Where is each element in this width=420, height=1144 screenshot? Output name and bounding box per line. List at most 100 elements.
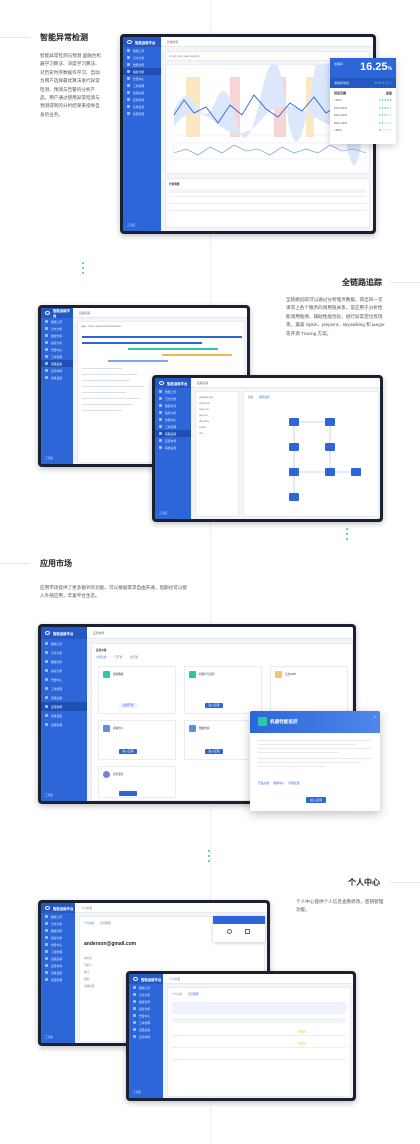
job-selector-card[interactable]: ml_job_ops_load_learning: [165, 51, 370, 61]
service-item[interactable]: cache: [199, 426, 206, 429]
app-action-button[interactable]: 进入应用: [205, 749, 223, 754]
app-action-button[interactable]: [119, 791, 137, 796]
enter-app-button[interactable]: 进入应用: [306, 797, 326, 803]
table-row[interactable]: [169, 210, 366, 211]
sidebar-item[interactable]: 工单管理: [41, 948, 75, 955]
topology-edges: [293, 421, 356, 497]
table-row[interactable]: [172, 1040, 346, 1048]
service-item[interactable]: gateway-api: [199, 396, 213, 399]
sidebar-item[interactable]: 指标分析: [41, 339, 73, 346]
sidebar-item[interactable]: 指标分析: [123, 68, 161, 75]
sidebar-item[interactable]: 链路追踪: [155, 430, 191, 437]
app-tile[interactable]: 业务监控: [98, 766, 176, 798]
sidebar-item[interactable]: 链路追踪: [129, 1026, 163, 1033]
sidebar-item[interactable]: 应用市场: [41, 702, 87, 711]
sidebar-item[interactable]: 数据上传: [41, 318, 73, 325]
sidebar-item[interactable]: 应用市场: [155, 437, 191, 444]
filter-enabled[interactable]: 已开通: [114, 656, 123, 659]
sidebar-item[interactable]: 数据仓库: [123, 61, 161, 68]
sidebar-item[interactable]: 系统设置: [123, 103, 161, 110]
app-tile[interactable]: 数据查询 进入应用: [184, 720, 262, 760]
close-icon[interactable]: ×: [373, 714, 376, 719]
app-tile[interactable]: 资源中心 进入应用: [98, 720, 176, 760]
sidebar-item[interactable]: 应用市场: [123, 96, 161, 103]
service-item[interactable]: mq: [199, 432, 203, 435]
sidebar-item[interactable]: 日志分析: [41, 648, 87, 657]
sidebar-item[interactable]: 权限管理: [123, 110, 161, 117]
sidebar-item[interactable]: 日志分析: [123, 54, 161, 61]
sidebar-item[interactable]: 数据仓库: [129, 998, 163, 1005]
sidebar-item[interactable]: 系统设置: [41, 711, 87, 720]
sidebar-item[interactable]: 工单管理: [129, 1019, 163, 1026]
sidebar-item[interactable]: 告警中心: [41, 346, 73, 353]
table-row[interactable]: [169, 203, 366, 204]
user-email: anderson@gmail.com: [84, 941, 137, 947]
sidebar-item[interactable]: 链路追踪: [41, 693, 87, 702]
sidebar-item[interactable]: 权限管理: [41, 720, 87, 729]
user-icon[interactable]: [227, 929, 232, 934]
app-tile[interactable]: 运维数据 立即开通: [98, 666, 176, 714]
sidebar-item[interactable]: 链路追踪: [41, 360, 73, 367]
sidebar-item[interactable]: 告警中心: [129, 1012, 163, 1019]
tab-trace[interactable]: 链路: [248, 396, 254, 399]
link-docs[interactable]: 产品文档: [258, 781, 270, 785]
app-tile[interactable]: 日志APM: [270, 666, 348, 714]
sidebar-item[interactable]: 数据上传: [41, 913, 75, 920]
logout-icon[interactable]: [245, 929, 250, 934]
table-row[interactable]: [172, 1052, 346, 1060]
app-tile[interactable]: 机器学习监控 进入应用: [184, 666, 262, 714]
tab-info[interactable]: 个人信息: [172, 993, 183, 996]
filter-all[interactable]: 全部应用: [96, 656, 107, 659]
sidebar-item[interactable]: 数据仓库: [41, 332, 73, 339]
table-row[interactable]: [169, 196, 366, 197]
app-action-button[interactable]: 立即开通: [119, 703, 137, 708]
sidebar-item[interactable]: 工单管理: [155, 423, 191, 430]
tab-topology[interactable]: 服务拓扑: [259, 396, 270, 399]
sidebar-item[interactable]: 数据仓库: [155, 402, 191, 409]
sidebar-item[interactable]: 系统设置: [41, 374, 73, 381]
app-action-button[interactable]: 进入应用: [205, 703, 223, 708]
sidebar-item[interactable]: 系统设置: [155, 444, 191, 451]
app-action-button[interactable]: 进入应用: [119, 749, 137, 754]
sidebar-item[interactable]: 数据仓库: [41, 927, 75, 934]
service-item[interactable]: user-svc: [199, 408, 209, 411]
sidebar-item[interactable]: 系统设置: [41, 969, 75, 976]
sidebar-item[interactable]: 指标分析: [41, 666, 87, 675]
legend-range: 30%-40%: [334, 120, 348, 125]
sidebar-item[interactable]: 数据上传: [129, 984, 163, 991]
sidebar-item[interactable]: 工单管理: [41, 353, 73, 360]
sidebar-item[interactable]: 工单管理: [41, 684, 87, 693]
sidebar-item[interactable]: 应用市场: [41, 367, 73, 374]
sidebar-item[interactable]: 告警中心: [41, 941, 75, 948]
tab-keys[interactable]: 密钥管理: [188, 993, 199, 996]
sidebar-item[interactable]: 指标分析: [155, 409, 191, 416]
sidebar-item[interactable]: 指标分析: [129, 1005, 163, 1012]
sidebar-item[interactable]: 告警中心: [123, 75, 161, 82]
link-help[interactable]: 帮助中心: [273, 781, 285, 785]
sidebar-item[interactable]: 日志分析: [155, 395, 191, 402]
sidebar-item[interactable]: 日志分析: [41, 920, 75, 927]
service-item[interactable]: pay-svc: [199, 414, 208, 417]
sidebar-item[interactable]: 告警中心: [155, 416, 191, 423]
sidebar-item[interactable]: 数据上传: [123, 47, 161, 54]
sidebar-item[interactable]: 数据上传: [41, 639, 87, 648]
sidebar-item[interactable]: 指标分析: [41, 934, 75, 941]
sidebar-item[interactable]: 数据上传: [155, 388, 191, 395]
service-item[interactable]: db-proxy: [199, 420, 210, 423]
sidebar-item[interactable]: 链路追踪: [41, 955, 75, 962]
sidebar-item[interactable]: 应用市场: [41, 962, 75, 969]
tab-info[interactable]: 个人信息: [84, 922, 95, 925]
sidebar-item[interactable]: 日志分析: [129, 991, 163, 998]
sidebar-item[interactable]: 工单管理: [123, 82, 161, 89]
sidebar-item[interactable]: 应用市场: [129, 1033, 163, 1040]
sidebar-item[interactable]: 告警中心: [41, 675, 87, 684]
link-feedback[interactable]: 问题反馈: [288, 781, 300, 785]
sidebar-item[interactable]: 数据仓库: [41, 657, 87, 666]
filter-disabled[interactable]: 未开通: [130, 656, 138, 659]
service-item[interactable]: order-svc: [199, 402, 210, 405]
sidebar-item[interactable]: 权限管理: [41, 976, 75, 983]
sidebar-item[interactable]: 日志分析: [41, 325, 73, 332]
sidebar-item[interactable]: 链路追踪: [123, 89, 161, 96]
tab-keys[interactable]: 密钥管理: [100, 922, 111, 925]
table-row[interactable]: [172, 1028, 346, 1036]
